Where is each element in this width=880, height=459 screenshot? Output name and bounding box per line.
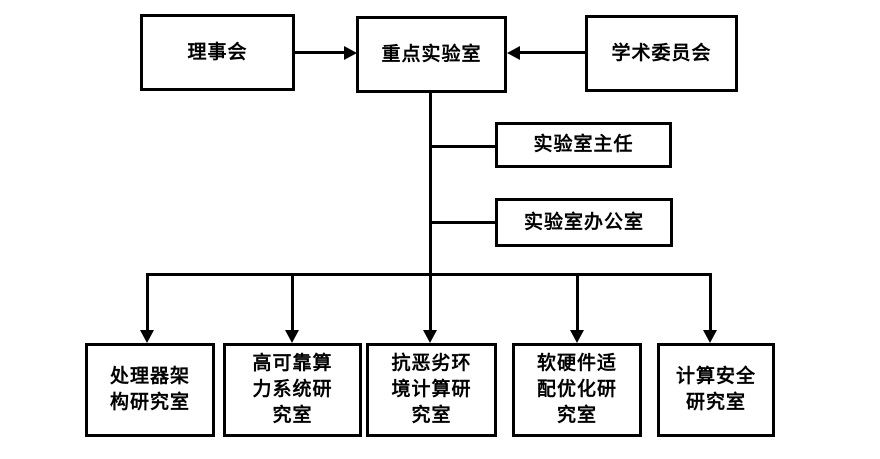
drop-line-3 xyxy=(429,276,432,330)
drop-line-5 xyxy=(709,276,712,330)
node-dept-harsh-env: 抗恶劣环 境计算研 究室 xyxy=(366,343,497,437)
drop-arrowhead-2-icon xyxy=(285,330,299,343)
drop-arrowhead-1-icon xyxy=(140,330,154,343)
distribution-line xyxy=(146,273,712,276)
node-lab-director: 实验室主任 xyxy=(495,122,672,168)
node-board: 理事会 xyxy=(140,14,295,91)
edge-committee-to-lab-shaft xyxy=(519,51,585,54)
connector-lab-office xyxy=(431,221,495,224)
node-dept-sw-hw-adapt: 软硬件适 配优化研 究室 xyxy=(512,343,642,437)
drop-line-4 xyxy=(576,276,579,330)
node-key-lab: 重点实验室 xyxy=(356,16,507,93)
node-dept-computing-security: 计算安全 研究室 xyxy=(657,343,775,437)
drop-arrowhead-5-icon xyxy=(703,330,717,343)
trunk-line xyxy=(429,93,432,276)
drop-arrowhead-4-icon xyxy=(570,330,584,343)
node-lab-office: 实验室办公室 xyxy=(495,198,673,247)
node-dept-processor: 处理器架 构研究室 xyxy=(85,343,215,437)
node-academic-committee: 学术委员会 xyxy=(585,15,738,92)
drop-arrowhead-3-icon xyxy=(423,330,437,343)
drop-line-2 xyxy=(291,276,294,330)
connector-lab-director xyxy=(431,145,495,148)
drop-line-1 xyxy=(146,276,149,330)
edge-board-to-lab-arrowhead-icon xyxy=(344,46,357,60)
edge-committee-to-lab-arrowhead-icon xyxy=(507,46,520,60)
edge-board-to-lab-shaft xyxy=(295,51,345,54)
node-dept-reliable-computing: 高可靠算 力系统研 究室 xyxy=(223,343,362,437)
